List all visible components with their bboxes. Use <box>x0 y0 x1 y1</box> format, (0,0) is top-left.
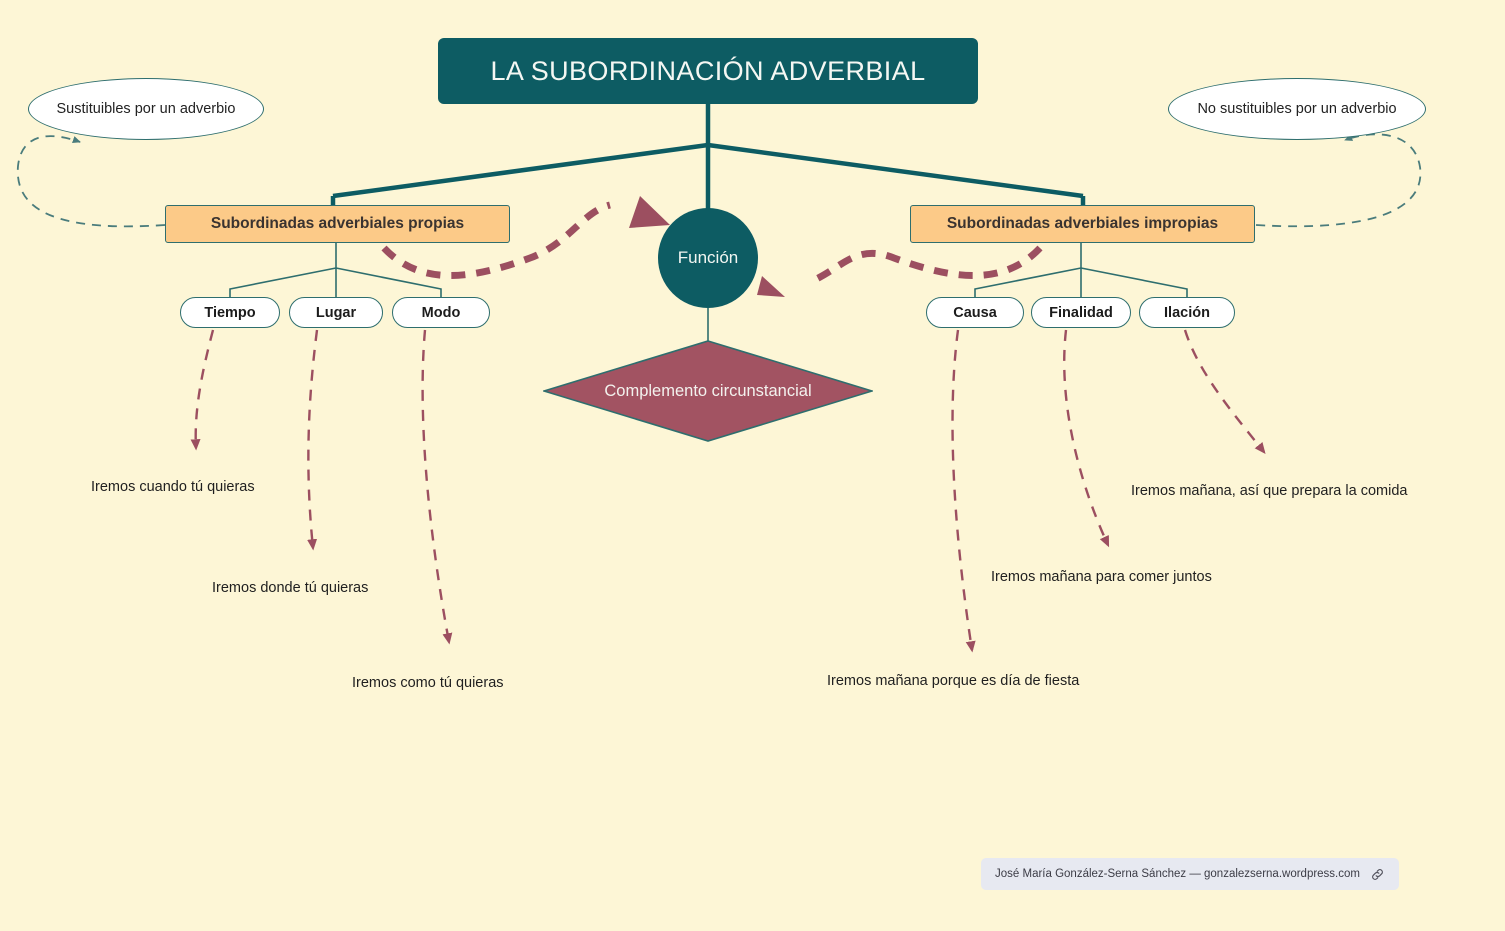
impropias-to-ilacion <box>1080 267 1188 297</box>
branch-subordinadas-propias-label: Subordinadas adverbiales propias <box>210 215 465 232</box>
node-funcion-label: Función <box>677 248 739 267</box>
propias-to-modo <box>335 267 442 297</box>
arrowhead-into-funcion-left <box>629 196 670 228</box>
page-title-text: LA SUBORDINACIÓN ADVERBIAL <box>490 55 926 86</box>
example-finalidad: Iremos mañana para comer juntos <box>991 569 1212 585</box>
node-ilacion: Ilación <box>1139 297 1235 328</box>
branch-subordinadas-impropias: Subordinadas adverbiales impropias <box>910 205 1255 243</box>
complemento-circunstancial-diamond: Complemento circunstancial <box>543 340 873 442</box>
note-sustituibles: Sustituibles por un adverbio <box>28 78 264 140</box>
note-sustituibles-label: Sustituibles por un adverbio <box>56 101 236 117</box>
example-ilacion: Iremos mañana, así que prepara la comida <box>1131 483 1408 499</box>
note-no-sustituibles-label: No sustituibles por un adverbio <box>1197 101 1397 117</box>
example-tiempo: Iremos cuando tú quieras <box>91 479 255 495</box>
node-lugar-label: Lugar <box>315 304 357 321</box>
node-causa: Causa <box>926 297 1024 328</box>
node-tiempo-label: Tiempo <box>204 304 256 321</box>
branch-subordinadas-propias: Subordinadas adverbiales propias <box>165 205 510 243</box>
arrowhead-into-funcion-right <box>757 276 785 297</box>
node-modo-label: Modo <box>421 304 461 321</box>
impropias-to-funcion-curve <box>810 245 1043 285</box>
arrow-modo-example <box>421 329 453 645</box>
arrow-finalidad-example <box>1063 329 1110 548</box>
node-funcion: Función <box>658 208 758 308</box>
trunk-diagonal-left <box>332 142 709 199</box>
arrow-causa-example <box>951 329 976 653</box>
example-modo: Iremos como tú quieras <box>352 675 504 691</box>
branch-subordinadas-impropias-label: Subordinadas adverbiales impropias <box>946 215 1219 232</box>
example-lugar: Iremos donde tú quieras <box>212 580 369 596</box>
note-left-connector <box>16 135 166 228</box>
propias-to-tiempo <box>229 267 337 297</box>
note-no-sustituibles: No sustituibles por un adverbio <box>1168 78 1426 140</box>
node-tiempo: Tiempo <box>180 297 280 328</box>
node-finalidad: Finalidad <box>1031 297 1131 328</box>
complemento-circunstancial-label: Complemento circunstancial <box>604 381 812 400</box>
arrow-ilacion-example <box>1183 329 1266 454</box>
trunk-diagonal-right <box>707 142 1084 199</box>
attribution-badge[interactable]: José María González-Serna Sánchez — gonz… <box>981 858 1399 890</box>
link-icon[interactable] <box>1370 867 1385 882</box>
attribution-text: José María González-Serna Sánchez — gonz… <box>995 868 1360 880</box>
node-causa-label: Causa <box>953 304 997 321</box>
arrow-lugar-example <box>307 329 319 551</box>
page-title: LA SUBORDINACIÓN ADVERBIAL <box>438 38 978 104</box>
node-lugar: Lugar <box>289 297 383 328</box>
arrow-tiempo-example <box>190 329 215 451</box>
node-modo: Modo <box>392 297 490 328</box>
node-finalidad-label: Finalidad <box>1049 304 1113 321</box>
node-ilacion-label: Ilación <box>1164 304 1210 321</box>
impropias-to-causa <box>974 267 1082 297</box>
note-right-connector <box>1255 133 1422 228</box>
example-causa: Iremos mañana porque es día de fiesta <box>827 673 1080 689</box>
